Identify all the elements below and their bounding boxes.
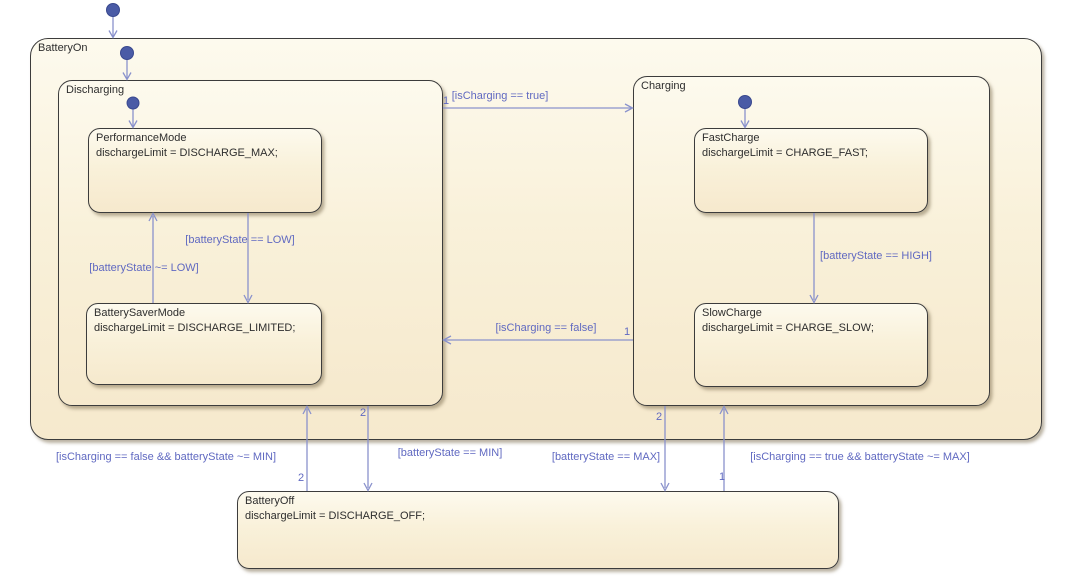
state-name: Charging	[641, 80, 686, 92]
transition-discharging-to-charging[interactable]	[443, 103, 634, 113]
state-action: dischargeLimit = DISCHARGE_LIMITED;	[94, 321, 296, 334]
transition-fast-to-slow[interactable]	[809, 213, 819, 304]
transition-order-battery-off-to-discharging: 2	[297, 472, 305, 484]
transition-label-battery-state-high[interactable]: [batteryState == HIGH]	[820, 250, 932, 262]
transition-label-is-charging-false[interactable]: [isCharging == false]	[495, 322, 597, 334]
transition-label-battery-state-not-low[interactable]: [batteryState ~= LOW]	[89, 262, 199, 274]
transition-saver-to-performance[interactable]	[148, 212, 158, 304]
transition-order-discharging-to-battery-off: 2	[359, 407, 367, 419]
state-name: BatterySaverMode	[94, 307, 186, 319]
state-action: dischargeLimit = CHARGE_FAST;	[702, 146, 868, 159]
state-name: FastCharge	[702, 132, 760, 144]
transition-charging-to-battery-off[interactable]	[660, 406, 670, 492]
state-name: SlowCharge	[702, 307, 762, 319]
transition-order-discharging-to-charging: 1	[442, 95, 450, 107]
default-transition-battery-on-icon[interactable]	[120, 46, 134, 81]
transition-charging-to-discharging[interactable]	[442, 335, 634, 345]
transition-label-not-charging-not-min[interactable]: [isCharging == false && batteryState ~= …	[55, 451, 277, 463]
transition-order-battery-off-to-charging: 1	[718, 471, 726, 483]
default-transition-charging-icon[interactable]	[738, 95, 752, 129]
transition-battery-off-to-discharging[interactable]	[302, 405, 312, 492]
transition-battery-off-to-charging[interactable]	[719, 405, 729, 492]
state-performance-mode[interactable]: PerformanceMode dischargeLimit = DISCHAR…	[88, 128, 322, 213]
default-transition-chart-icon[interactable]	[106, 3, 120, 39]
transition-order-charging-to-discharging: 1	[623, 326, 631, 338]
transition-label-battery-state-min[interactable]: [batteryState == MIN]	[397, 447, 503, 459]
state-name: Discharging	[66, 84, 125, 96]
transition-label-battery-state-low[interactable]: [batteryState == LOW]	[185, 234, 295, 246]
transition-label-battery-state-max[interactable]: [batteryState == MAX]	[551, 451, 661, 463]
transition-order-charging-to-battery-off: 2	[655, 411, 663, 423]
state-name: BatteryOff	[245, 495, 295, 507]
transition-label-charging-not-max[interactable]: [isCharging == true && batteryState ~= M…	[750, 451, 970, 463]
state-fast-charge[interactable]: FastCharge dischargeLimit = CHARGE_FAST;	[694, 128, 928, 213]
state-slow-charge[interactable]: SlowCharge dischargeLimit = CHARGE_SLOW;	[694, 303, 928, 387]
transition-label-is-charging-true[interactable]: [isCharging == true]	[451, 90, 549, 102]
default-transition-discharging-icon[interactable]	[126, 96, 140, 129]
state-battery-saver-mode[interactable]: BatterySaverMode dischargeLimit = DISCHA…	[86, 303, 322, 385]
state-action: dischargeLimit = DISCHARGE_OFF;	[245, 509, 426, 522]
transition-discharging-to-battery-off[interactable]	[363, 406, 373, 492]
transition-performance-to-saver[interactable]	[243, 213, 253, 304]
state-battery-off[interactable]: BatteryOff dischargeLimit = DISCHARGE_OF…	[237, 491, 839, 569]
state-action: dischargeLimit = CHARGE_SLOW;	[702, 321, 874, 334]
state-name: PerformanceMode	[96, 132, 187, 144]
state-action: dischargeLimit = DISCHARGE_MAX;	[96, 146, 278, 159]
state-name: BatteryOn	[38, 42, 88, 54]
